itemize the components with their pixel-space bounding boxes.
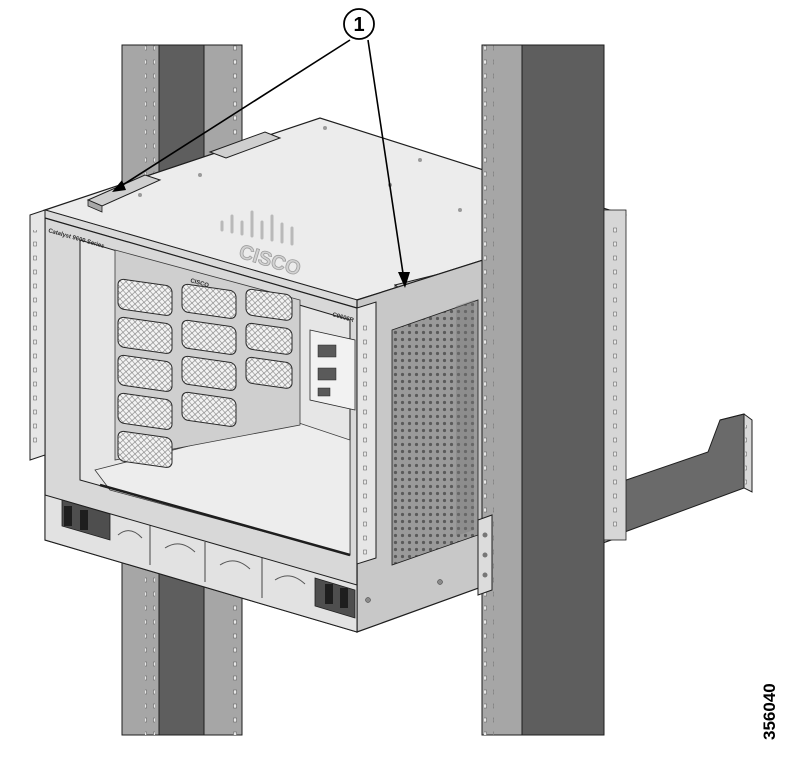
fan-column-2: [181, 283, 237, 427]
fan-tray-grid: [117, 278, 293, 468]
callout-leader-left: [117, 39, 351, 189]
fan-column-3: [245, 288, 293, 389]
supervisor-module-slot: [309, 329, 356, 411]
rear-mounting-bracket: [602, 413, 753, 541]
callout-number: 1: [353, 14, 364, 36]
fan-column-1: [117, 278, 173, 468]
right-front-rack-ear: [356, 301, 377, 565]
right-rack-post: [477, 44, 605, 736]
callout-leader-right: [367, 39, 405, 281]
power-supply-bays: [44, 494, 358, 633]
figure-id-label: 356040: [760, 683, 779, 740]
chassis-top-panel: CISCO: [42, 117, 627, 309]
cisco-emboss-bars: [220, 210, 294, 246]
left-front-rack-ear: [29, 209, 46, 461]
rear-side-rail: [603, 209, 627, 541]
callout-arrowhead-left: [112, 180, 126, 192]
callout-arrowhead-right: [398, 272, 410, 288]
callout-circle: [343, 8, 375, 40]
left-chassis-handle: [86, 131, 282, 213]
callout-1: 1: [112, 8, 410, 288]
chassis-front-brand: CISCO: [189, 278, 209, 289]
